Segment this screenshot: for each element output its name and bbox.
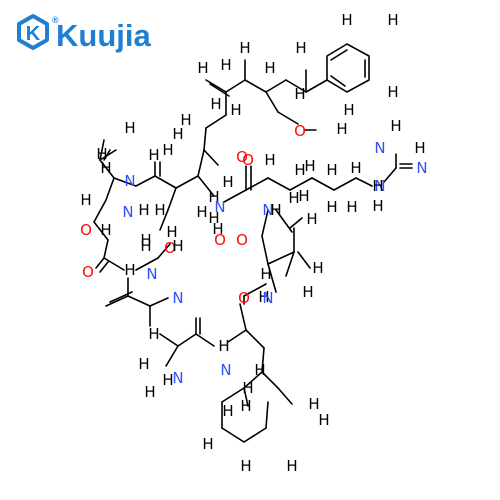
hydrogen-atom-label: H <box>414 139 425 157</box>
oxygen-atom-label: O <box>82 263 94 281</box>
hydrogen-atom-label: H <box>390 117 401 135</box>
hydrogen-atom-label: H <box>140 231 151 249</box>
hydrogen-atom-label: H <box>254 361 265 379</box>
hydrogen-atom-label: H <box>140 237 151 255</box>
hydrogen-atom-label: H <box>180 111 191 129</box>
hydrogen-atom-label: H <box>96 145 107 163</box>
hydrogen-atom-label: H <box>197 59 208 77</box>
hydrogen-atom-label: H <box>162 371 173 389</box>
hydrogen-atom-label: H <box>304 157 315 175</box>
hydrogen-atom-label: H <box>220 56 231 74</box>
hydrogen-atom-label: H <box>341 11 352 29</box>
nitrogen-atom-label: N <box>146 265 157 283</box>
hydrogen-atom-label: H <box>326 161 337 179</box>
hydrogen-atom-label: H <box>222 173 233 191</box>
hydrogen-atom-label: H <box>154 201 165 219</box>
hydrogen-atom-label: H <box>288 189 299 207</box>
hydrogen-atom-label: H <box>258 288 269 306</box>
hydrogen-atom-label: H <box>218 337 229 355</box>
oxygen-atom-label: O <box>242 151 254 169</box>
hydrogen-atom-label: H <box>372 177 383 195</box>
oxygen-atom-label: O <box>236 231 248 249</box>
hydrogen-atom-label: H <box>242 379 253 397</box>
nitrogen-atom-label: N <box>262 201 273 219</box>
registered-mark: ® <box>52 15 59 25</box>
hydrogen-atom-label: H <box>350 159 361 177</box>
hydrogen-atom-label: H <box>138 201 149 219</box>
hydrogen-atom-label: H <box>239 39 250 57</box>
bond-lines <box>93 43 413 443</box>
hydrogen-atom-label: H <box>294 161 305 179</box>
hydrogen-atom-label: H <box>302 283 313 301</box>
oxygen-atom-label: O <box>294 122 306 140</box>
hydrogen-atom-label: H <box>80 191 91 209</box>
hydrogen-atom-label: H <box>312 259 323 277</box>
hydrogen-atom-label: H <box>343 101 354 119</box>
oxygen-atom-label: O <box>214 231 226 249</box>
kuujia-logo: K Kuujia ® <box>17 14 151 53</box>
hydrogen-atom-label: H <box>208 209 219 227</box>
hydrogen-atom-label: H <box>295 39 306 57</box>
hydrogen-atom-label: H <box>306 210 317 228</box>
hydrogen-atom-label: H <box>318 411 329 429</box>
oxygen-atom-label: O <box>80 221 92 239</box>
nitrogen-atom-label: N <box>374 139 385 157</box>
brand-name: Kuujia <box>56 18 151 53</box>
hydrogen-atom-label: H <box>100 159 111 177</box>
nitrogen-atom-label: N <box>220 361 231 379</box>
hydrogen-atom-label: H <box>264 151 275 169</box>
hydrogen-atom-label: H <box>372 197 383 215</box>
svg-text:K: K <box>26 23 41 45</box>
hydrogen-atom-label: H <box>148 146 159 164</box>
nitrogen-atom-label: N <box>374 177 385 195</box>
hydrogen-atom-label: H <box>210 95 221 113</box>
oxygen-atom-label: O <box>236 148 248 166</box>
hydrogen-atom-label: H <box>212 220 223 238</box>
hydrogen-atom-label: H <box>162 141 173 159</box>
kuujia-hexagon-icon: K <box>17 14 49 50</box>
hydrogen-atom-label: H <box>144 383 155 401</box>
hydrogen-atom-label: H <box>387 11 398 29</box>
hydrogen-atom-label: H <box>124 261 135 279</box>
hydrogen-atom-label: H <box>196 203 207 221</box>
nitrogen-atom-label: N <box>214 198 225 216</box>
hydrogen-atom-label: H <box>240 457 251 475</box>
hydrogen-atom-label: H <box>148 325 159 343</box>
hydrogen-atom-label: H <box>387 83 398 101</box>
oxygen-atom-label: O <box>238 289 250 307</box>
nitrogen-atom-label: N <box>262 289 273 307</box>
nitrogen-atom-label: N <box>416 159 427 177</box>
hydrogen-atom-label: H <box>202 435 213 453</box>
hydrogen-atom-label: H <box>298 187 309 205</box>
nitrogen-atom-label: N <box>124 172 135 190</box>
hydrogen-atom-label: H <box>230 101 241 119</box>
hydrogen-atom-label: H <box>326 198 337 216</box>
hydrogen-atom-label: H <box>286 457 297 475</box>
hydrogen-atom-label: H <box>166 223 177 241</box>
nitrogen-atom-label: N <box>172 289 183 307</box>
nitrogen-atom-label: N <box>172 369 183 387</box>
nitrogen-atom-label: N <box>122 203 133 221</box>
hydrogen-atom-label: H <box>346 198 357 216</box>
hydrogen-atom-label: H <box>172 237 183 255</box>
hydrogen-atom-label: H <box>172 125 183 143</box>
oxygen-atom-label: O <box>164 239 176 257</box>
hydrogen-atom-label: H <box>208 188 219 206</box>
hydrogen-atom-label: H <box>240 397 251 415</box>
hydrogen-atom-label: H <box>336 120 347 138</box>
hydrogen-atom-label: H <box>270 201 281 219</box>
hydrogen-atom-label: H <box>294 85 305 103</box>
hydrogen-atom-label: H <box>100 221 111 239</box>
hydrogen-atom-label: H <box>264 59 275 77</box>
hydrogen-atom-label: H <box>308 395 319 413</box>
hydrogen-atom-label: H <box>138 355 149 373</box>
hydrogen-atom-label: H <box>124 119 135 137</box>
hydrogen-atom-label: H <box>260 265 271 283</box>
hydrogen-atom-label: H <box>222 402 233 420</box>
